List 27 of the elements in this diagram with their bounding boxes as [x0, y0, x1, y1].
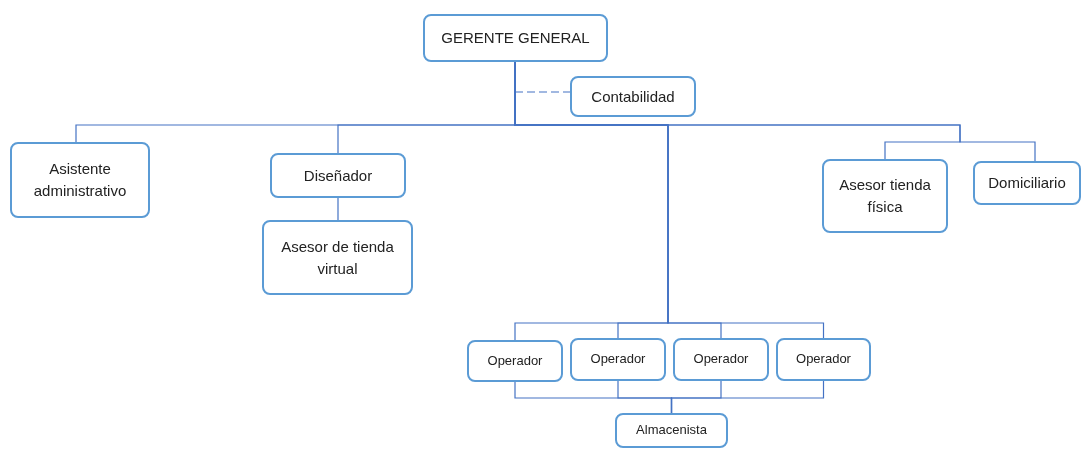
org-box: [776, 338, 871, 381]
org-box: [467, 340, 563, 382]
role-title: Asesor tienda física: [838, 175, 932, 217]
org-box: [423, 14, 608, 62]
org-box: [673, 338, 769, 381]
role-title: Asesor de tienda virtual: [280, 236, 395, 279]
role-title: Operador: [693, 350, 749, 369]
dashed-connector: [514, 91, 571, 93]
org-box: [270, 153, 406, 198]
role-title: Domiciliario: [988, 173, 1066, 194]
org-box: [262, 220, 413, 295]
role-title: Diseñador: [303, 165, 373, 186]
org-box: [973, 161, 1081, 205]
role-title: GERENTE GENERAL: [441, 28, 590, 49]
role-title: Contabilidad: [591, 86, 675, 107]
org-box: [10, 142, 150, 218]
connector-line: [337, 197, 339, 221]
org-box: [615, 413, 728, 448]
role-title: Operador: [487, 351, 543, 370]
role-title: Asistente administrativo: [32, 159, 128, 201]
role-title: Almacenista: [636, 421, 707, 440]
connector-line: [670, 380, 825, 414]
org-box: [822, 159, 948, 233]
org-box: [570, 76, 696, 117]
org-box: [570, 338, 666, 381]
role-title: Operador: [796, 350, 851, 369]
role-title: Operador: [590, 350, 646, 369]
